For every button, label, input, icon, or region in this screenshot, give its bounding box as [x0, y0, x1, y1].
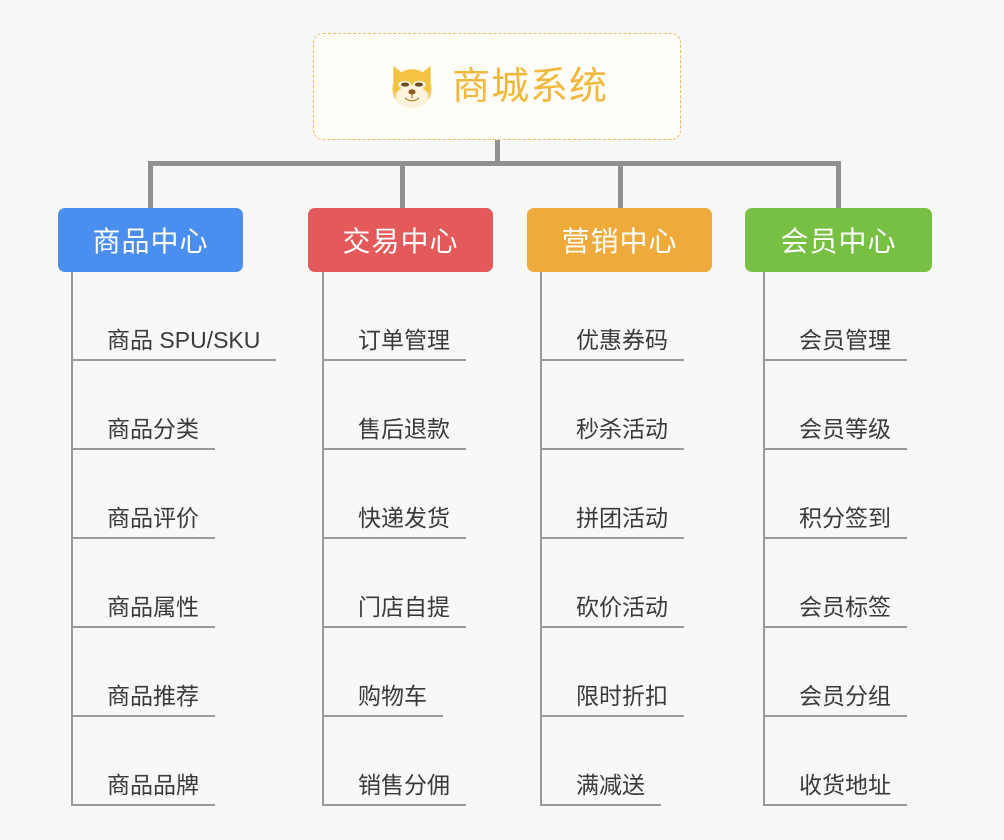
leaf-item[interactable]: 拼团活动 [542, 450, 684, 539]
category-box-member-center[interactable]: 会员中心 [745, 208, 932, 272]
leaf-item[interactable]: 秒杀活动 [542, 361, 684, 450]
drop-connector-product-center [148, 161, 153, 209]
leaf-item[interactable]: 商品 SPU/SKU [73, 272, 277, 361]
leaf-label: 满减送 [542, 772, 661, 806]
drop-connector-member-center [836, 161, 841, 209]
leaf-column-trade-center: 订单管理 售后退款 快递发货 门店自提 购物车 销售分佣 [322, 272, 466, 806]
leaf-label: 砍价活动 [542, 594, 684, 628]
leaf-label: 会员管理 [765, 327, 907, 361]
category-box-product-center[interactable]: 商品中心 [58, 208, 243, 272]
drop-connector-trade-center [400, 161, 405, 209]
leaf-item[interactable]: 订单管理 [324, 272, 466, 361]
leaf-label: 商品推荐 [73, 683, 215, 717]
leaf-label: 会员分组 [765, 683, 907, 717]
leaf-item[interactable]: 优惠券码 [542, 272, 684, 361]
leaf-item[interactable]: 门店自提 [324, 539, 466, 628]
category-box-marketing-center[interactable]: 营销中心 [527, 208, 712, 272]
category-label: 营销中心 [561, 226, 678, 257]
leaf-item[interactable]: 快递发货 [324, 450, 466, 539]
leaf-label: 优惠券码 [542, 327, 684, 361]
leaf-label: 会员等级 [765, 416, 907, 450]
root-title: 商城系统 [451, 65, 608, 108]
leaf-label: 会员标签 [765, 594, 907, 628]
leaf-item[interactable]: 砍价活动 [542, 539, 684, 628]
leaf-item[interactable]: 售后退款 [324, 361, 466, 450]
leaf-label: 收货地址 [765, 772, 907, 806]
leaf-item[interactable]: 会员等级 [765, 361, 907, 450]
horizontal-bus-connector [150, 161, 841, 166]
shiba-dog-face-icon [386, 61, 438, 113]
leaf-label: 商品品牌 [73, 772, 215, 806]
leaf-label: 拼团活动 [542, 505, 684, 539]
leaf-label: 积分签到 [765, 505, 907, 539]
leaf-item[interactable]: 商品推荐 [73, 628, 276, 717]
leaf-label: 商品属性 [73, 594, 215, 628]
leaf-item[interactable]: 商品属性 [73, 539, 276, 628]
root-node-shop-system[interactable]: 商城系统 [313, 33, 681, 140]
leaf-label: 销售分佣 [324, 772, 466, 806]
category-box-trade-center[interactable]: 交易中心 [308, 208, 493, 272]
leaf-item[interactable]: 会员分组 [765, 628, 907, 717]
root-stem-connector [495, 140, 500, 165]
leaf-label: 门店自提 [324, 594, 466, 628]
leaf-item[interactable]: 限时折扣 [542, 628, 684, 717]
leaf-column-marketing-center: 优惠券码 秒杀活动 拼团活动 砍价活动 限时折扣 满减送 [540, 272, 684, 806]
leaf-item[interactable]: 销售分佣 [324, 717, 466, 806]
leaf-item[interactable]: 商品分类 [73, 361, 276, 450]
category-label: 交易中心 [342, 226, 459, 257]
leaf-column-member-center: 会员管理 会员等级 积分签到 会员标签 会员分组 收货地址 [763, 272, 907, 806]
leaf-item[interactable]: 商品品牌 [73, 717, 276, 806]
leaf-label: 售后退款 [324, 416, 466, 450]
leaf-column-product-center: 商品 SPU/SKU 商品分类 商品评价 商品属性 商品推荐 商品品牌 [71, 272, 277, 806]
leaf-label: 秒杀活动 [542, 416, 684, 450]
leaf-item[interactable]: 会员标签 [765, 539, 907, 628]
drop-connector-marketing-center [618, 161, 623, 209]
leaf-label: 快递发货 [324, 505, 466, 539]
leaf-item[interactable]: 满减送 [542, 717, 684, 806]
leaf-item[interactable]: 会员管理 [765, 272, 907, 361]
leaf-item[interactable]: 商品评价 [73, 450, 276, 539]
leaf-label: 购物车 [324, 683, 443, 717]
leaf-item[interactable]: 收货地址 [765, 717, 907, 806]
category-label: 商品中心 [92, 226, 209, 257]
leaf-label: 订单管理 [324, 327, 466, 361]
leaf-item[interactable]: 积分签到 [765, 450, 907, 539]
leaf-label: 商品分类 [73, 416, 215, 450]
leaf-label: 商品 SPU/SKU [73, 327, 277, 361]
leaf-label: 商品评价 [73, 505, 215, 539]
category-label: 会员中心 [780, 226, 897, 257]
leaf-label: 限时折扣 [542, 683, 684, 717]
leaf-item[interactable]: 购物车 [324, 628, 466, 717]
